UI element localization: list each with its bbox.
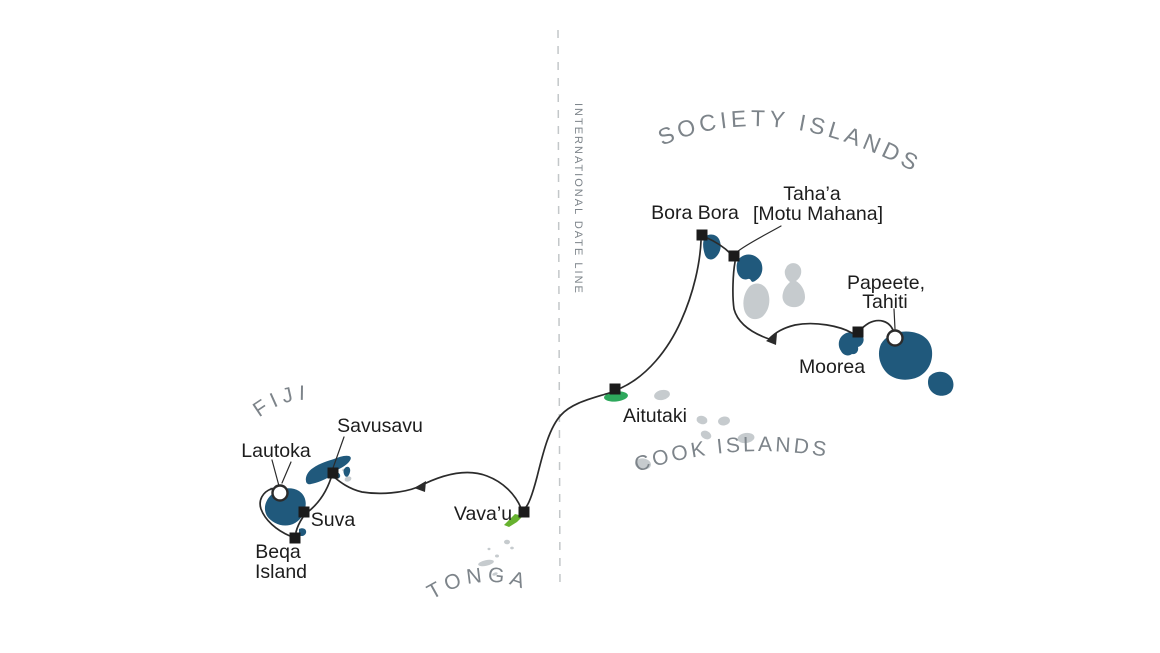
island-cook-4 [700, 430, 712, 440]
port-label-beqa-line1: Beqa [255, 541, 301, 563]
route-arrow-west-of-vavau [414, 481, 426, 492]
region-label-tonga: TONGA [423, 563, 527, 604]
islet-fiji-east [344, 476, 352, 482]
leader-tahaa [736, 225, 782, 253]
leader-lines [271, 225, 896, 487]
island-taveuni [343, 466, 351, 477]
marker-beqa [289, 532, 301, 544]
island-tonga-1 [504, 539, 510, 545]
route-papeete-to-moorea [858, 319, 894, 332]
marker-aitutaki [609, 383, 621, 395]
island-cook-5 [737, 432, 755, 444]
port-label-papeete-line2: Tahiti [862, 291, 908, 313]
route-arrow-west-of-moorea [766, 333, 777, 345]
route-aitutaki-to-vavau [524, 392, 610, 509]
svg-text:FIJI: FIJI [249, 382, 310, 422]
port-label-bora-bora: Bora Bora [651, 202, 739, 224]
svg-text:COOK ISLANDS: COOK ISLANDS [632, 433, 831, 477]
leader-papeete [893, 308, 896, 330]
port-label-suva: Suva [311, 509, 356, 531]
marker-bora-bora [696, 229, 708, 241]
island-tahiti-iti [928, 371, 954, 396]
international-date-line-label: INTERNATIONAL DATE LINE [572, 103, 584, 295]
leader-savusavu [332, 436, 345, 469]
island-tahaa [736, 254, 763, 282]
international-date-line [557, 29, 561, 590]
island-raiatea [743, 283, 770, 320]
port-label-lautoka: Lautoka [241, 440, 311, 462]
marker-moorea [852, 326, 864, 338]
route-savusavu-to-suva [308, 477, 332, 512]
island-tonga-5 [492, 572, 498, 576]
marker-vavau [518, 506, 530, 518]
svg-text:TONGA: TONGA [423, 563, 532, 604]
port-label-moorea: Moorea [799, 356, 865, 378]
port-label-savusavu: Savusavu [337, 415, 423, 437]
island-tonga-6 [487, 547, 491, 551]
marker-tahaa [728, 250, 740, 262]
port-labels: Bora Bora Taha’a [Motu Mahana] Papeete, … [241, 183, 925, 583]
leader-lautoka-1 [271, 459, 280, 487]
svg-text:SOCIETY ISLANDS: SOCIETY ISLANDS [654, 105, 926, 177]
island-cook-2 [696, 415, 708, 425]
marker-savusavu [327, 467, 339, 479]
island-tonga-4 [478, 559, 494, 567]
port-label-tahaa-line2: [Motu Mahana] [753, 203, 883, 225]
island-beqa [299, 528, 307, 537]
route-suva-to-beqa [295, 516, 304, 533]
marker-suva [298, 506, 310, 518]
island-cook-1 [654, 389, 670, 401]
region-label-society-islands: SOCIETY ISLANDS [654, 105, 922, 177]
islands-gray [269, 263, 805, 576]
island-tonga-2 [510, 546, 514, 550]
port-label-vavau: Vava’u [454, 503, 512, 525]
port-label-papeete-line1: Papeete, [847, 272, 925, 294]
marker-papeete [886, 329, 904, 347]
island-bora-bora [703, 234, 721, 260]
port-markers [271, 229, 904, 544]
port-label-beqa-line2: Island [255, 561, 307, 583]
port-label-tahaa-line1: Taha’a [783, 183, 841, 205]
island-vavau [504, 514, 523, 527]
island-cook-3 [718, 416, 730, 426]
island-moorea [838, 332, 864, 356]
port-label-aitutaki: Aitutaki [623, 405, 687, 427]
region-label-cook-islands: COOK ISLANDS [632, 433, 828, 477]
marker-lautoka [271, 484, 289, 502]
island-cook-6 [635, 458, 651, 470]
leader-lautoka-2 [281, 461, 292, 484]
region-label-fiji: FIJI [249, 382, 305, 422]
island-tonga-3 [495, 554, 499, 558]
island-huahine [782, 263, 805, 308]
route-bora-bora-to-aitutaki [620, 240, 702, 389]
